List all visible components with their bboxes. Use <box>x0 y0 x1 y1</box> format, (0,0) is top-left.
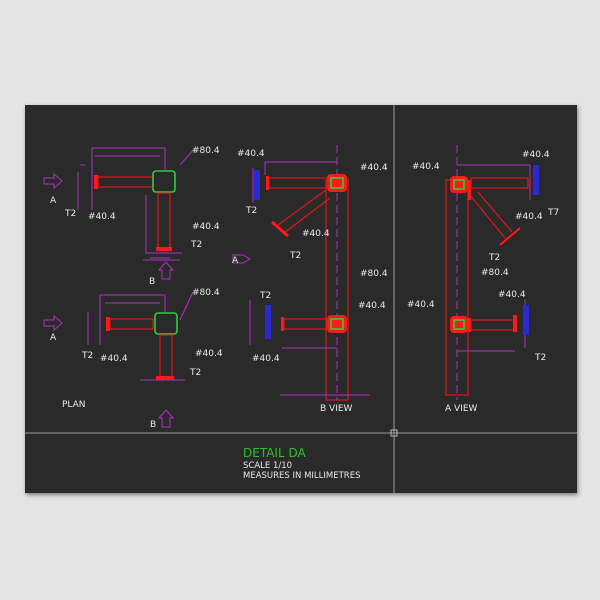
section-b-label: B <box>150 420 156 430</box>
node-label: #40.4 <box>360 163 388 173</box>
column-node <box>152 170 176 193</box>
beam-label: #40.4 <box>100 354 128 364</box>
plate-label: T2 <box>259 291 271 301</box>
plate-label: T2 <box>534 353 546 363</box>
plate-label: T7 <box>547 208 559 218</box>
section-a-label: A <box>232 256 239 266</box>
plate-label: T2 <box>488 253 500 263</box>
section-a-label: A <box>50 333 57 343</box>
b-view-label: B VIEW <box>320 404 353 414</box>
beam-label: #40.4 <box>237 149 265 159</box>
a-view-detail: #40.4 #40.4 T7 #40.4 T2 #80.4 #40.4 #40.… <box>407 145 559 414</box>
cad-drawing: A B #80.4 #40.4 #40.4 T2 T2 A B #80.4 #4… <box>25 105 577 493</box>
section-arrow-b <box>157 409 175 428</box>
column-node <box>154 312 178 335</box>
beam-label: #40.4 <box>498 290 526 300</box>
section-arrow-a <box>232 254 252 264</box>
plate-label: T2 <box>64 209 76 219</box>
plate-label: T2 <box>245 206 257 216</box>
column-label: #80.4 <box>360 269 388 279</box>
plate-label: T2 <box>81 351 93 361</box>
beam-label: #40.4 <box>515 212 543 222</box>
section-b-label: B <box>149 277 155 287</box>
column-label: #80.4 <box>192 146 220 156</box>
column-label: #80.4 <box>192 288 220 298</box>
plan-bottom-detail: A B #80.4 #40.4 #40.4 T2 T2 PLAN <box>43 288 223 430</box>
beam-label: #40.4 <box>192 222 220 232</box>
section-arrow-a <box>43 314 63 332</box>
b-view-detail: A #40.4 #40.4 T2 #40.4 T2 #80.4 T2 #40.4… <box>232 145 388 414</box>
node-label: #40.4 <box>358 301 386 311</box>
section-arrow-b <box>157 261 175 280</box>
section-arrow-a <box>43 172 63 190</box>
plate-label: T2 <box>189 368 201 378</box>
plan-top-detail: A B #80.4 #40.4 #40.4 T2 T2 <box>43 146 220 287</box>
node-label: #40.4 <box>407 300 435 310</box>
cursor-box <box>390 429 398 437</box>
beam-label: #40.4 <box>302 229 330 239</box>
plate-label: T2 <box>289 251 301 261</box>
beam-label: #40.4 <box>252 354 280 364</box>
node-label: #40.4 <box>412 162 440 172</box>
beam-label: #40.4 <box>522 150 550 160</box>
plate-label: T2 <box>190 240 202 250</box>
a-view-label: A VIEW <box>445 404 478 414</box>
section-a-label: A <box>50 196 57 206</box>
drawing-units: MEASURES IN MILLIMETRES <box>243 471 360 481</box>
beam-label: #40.4 <box>195 349 223 359</box>
beam-label: #40.4 <box>88 212 116 222</box>
drawing-scale: SCALE 1/10 <box>243 461 292 471</box>
drawing-sheet: A B #80.4 #40.4 #40.4 T2 T2 A B #80.4 #4… <box>25 105 577 493</box>
drawing-title: DETAIL DA <box>243 446 306 460</box>
column-label: #80.4 <box>481 268 509 278</box>
plan-view-label: PLAN <box>62 400 86 410</box>
